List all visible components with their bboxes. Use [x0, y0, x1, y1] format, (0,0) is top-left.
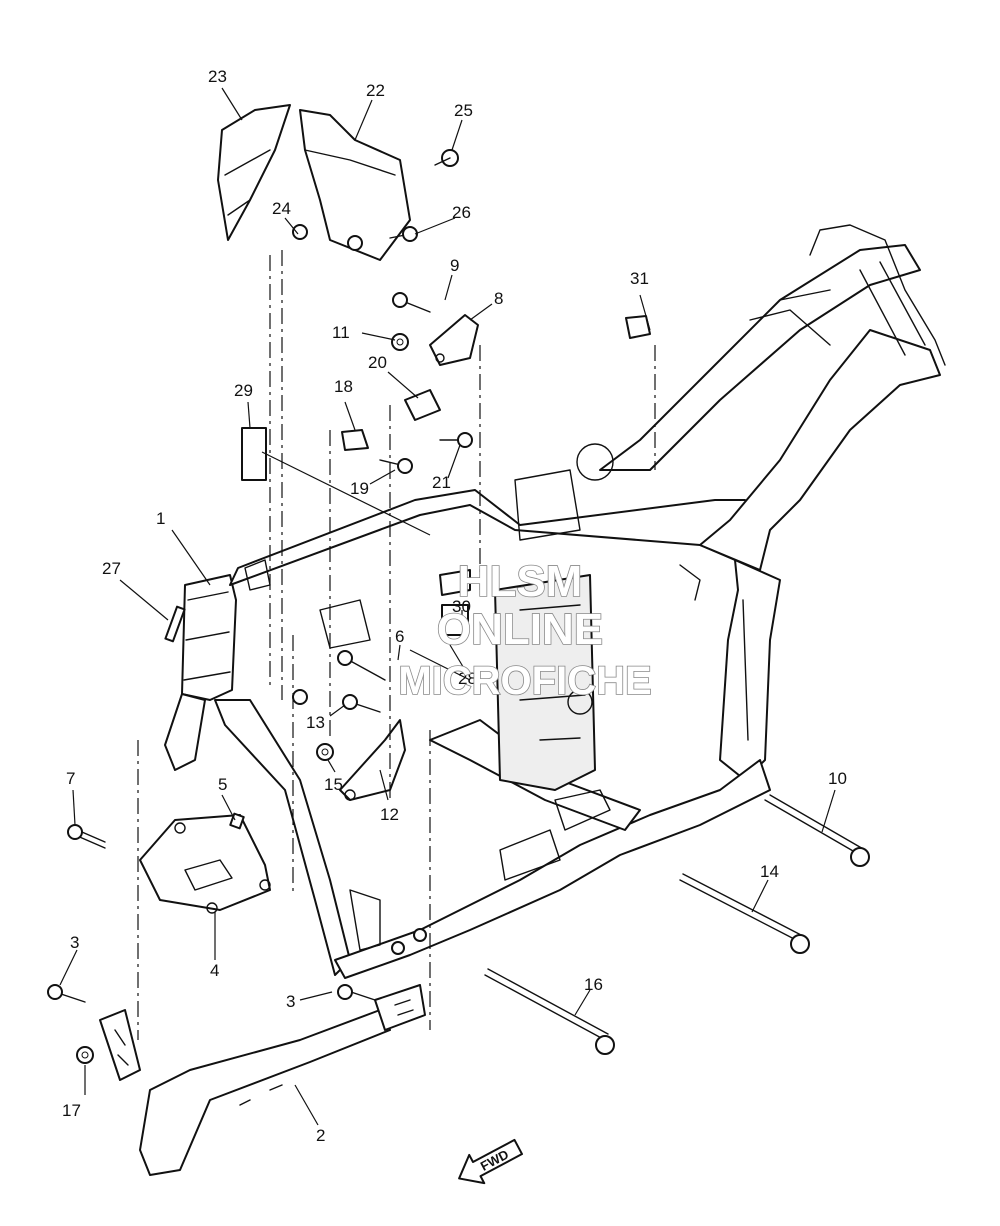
main-frame: [164, 224, 946, 979]
callout-3b: 3: [286, 992, 295, 1011]
watermark-line-2: ONLINE: [437, 605, 603, 654]
callout-2: 2: [316, 1126, 325, 1145]
callout-10: 10: [828, 769, 847, 788]
callout-3: 3: [70, 933, 79, 952]
callout-19: 19: [350, 479, 369, 498]
callout-18: 18: [334, 377, 353, 396]
callout-12: 12: [380, 805, 399, 824]
callout-31: 31: [630, 269, 649, 288]
callout-7: 7: [66, 769, 75, 788]
callout-27: 27: [102, 559, 121, 578]
watermark-line-3: MICROFICHE: [398, 659, 651, 703]
callout-23: 23: [208, 67, 227, 86]
small-bracket-parts: [164, 314, 651, 801]
leader-lines: [59, 87, 836, 1126]
callout-25: 25: [454, 101, 473, 120]
callout-29: 29: [234, 381, 253, 400]
down-tube-part: [99, 984, 426, 1176]
callout-24: 24: [272, 199, 291, 218]
callout-4: 4: [210, 961, 219, 980]
fasteners: [47, 149, 870, 1064]
side-cover-parts: [217, 104, 411, 261]
watermark-line-1: HLSM: [458, 557, 583, 606]
callout-15: 15: [324, 775, 343, 794]
callout-17: 17: [62, 1101, 81, 1120]
callout-11: 11: [332, 323, 350, 342]
forward-direction-arrow: FWD: [458, 1138, 524, 1185]
callouts: 1 2 3 3 4 5 6 7 8 9 10 11 12 13 14 15 16…: [62, 67, 847, 1145]
callout-22: 22: [366, 81, 385, 100]
callout-5: 5: [218, 775, 227, 794]
callout-6: 6: [395, 627, 404, 646]
callout-26: 26: [452, 203, 471, 222]
callout-1: 1: [156, 509, 165, 528]
callout-9: 9: [450, 256, 459, 275]
callout-8: 8: [494, 289, 503, 308]
callout-14: 14: [760, 862, 779, 881]
callout-16: 16: [584, 975, 603, 994]
callout-28: 28: [458, 669, 477, 688]
callout-21: 21: [432, 473, 451, 492]
engine-bracket-part: [139, 812, 271, 914]
callout-13: 13: [306, 713, 325, 732]
assembly-lines: [137, 250, 656, 1040]
callout-20: 20: [368, 353, 387, 372]
callout-30: 30: [452, 597, 471, 616]
watermark: HLSM ONLINE MICROFICHE: [398, 556, 653, 704]
